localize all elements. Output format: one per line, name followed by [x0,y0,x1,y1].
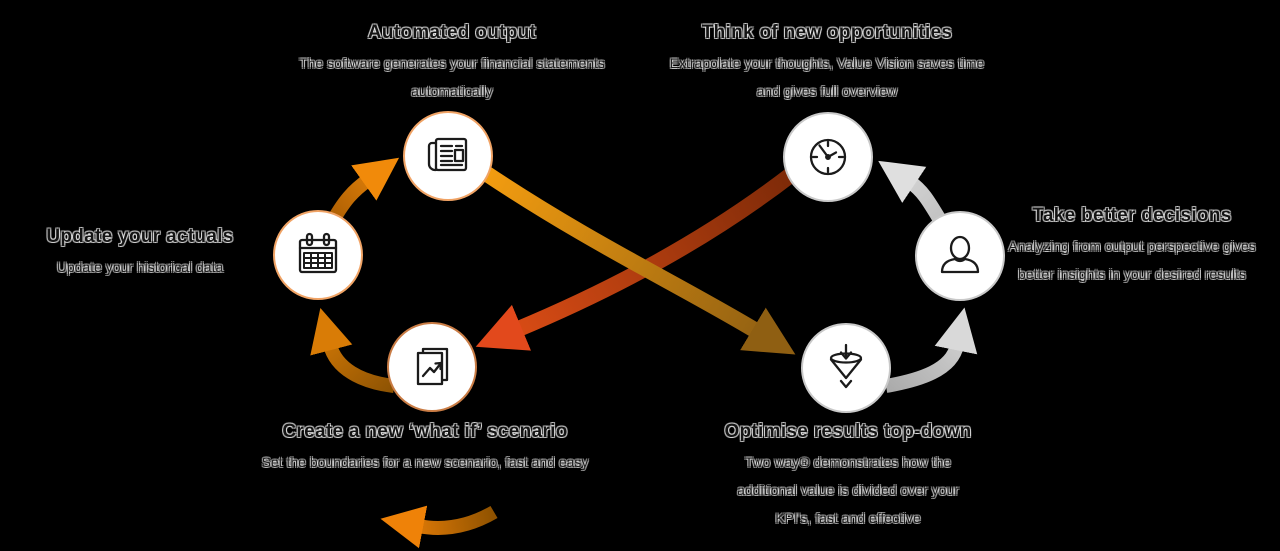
clock-icon [809,138,847,176]
node-title: Take better decisions [1032,205,1232,226]
node-title: Automated output [367,22,537,43]
node-description: The software generates your financial st… [299,55,605,99]
node-text-update-actuals: Update your actuals Update your historic… [15,226,265,281]
node-circle-think-opportunities [783,112,873,202]
person-icon [940,235,980,274]
funnel-icon [829,343,863,389]
report-chart-icon [416,347,449,386]
node-title: Think of new opportunities [701,22,953,43]
arrow-person-to-clock [878,160,947,224]
node-text-optimise-results: Optimise results top-down Two way® demon… [648,421,1048,532]
node-circle-optimise-results [801,323,891,413]
arrow-bottom-return [380,505,498,549]
node-circle-update-actuals [273,210,363,300]
node-circle-automated-output [403,111,493,201]
node-text-take-decisions: Take better decisions Analyzing from out… [1007,205,1257,288]
arrow-scenario-to-calendar [310,308,395,393]
node-description: Two way® demonstrates how the additional… [737,454,959,526]
node-description: Update your historical data [56,259,224,275]
newspaper-icon [427,137,468,172]
node-description: Extrapolate your thoughts, Value Vision … [669,55,985,99]
node-title: Update your actuals [46,226,234,247]
node-title: Create a new ‘what if’ scenario [282,421,568,442]
arrow-funnel-to-person [884,307,978,393]
node-description: Analyzing from output perspective gives … [1008,238,1256,282]
node-circle-what-if-scenario [387,322,477,412]
node-text-what-if-scenario: Create a new ‘what if’ scenario Set the … [225,421,625,476]
node-text-automated-output: Automated output The software generates … [252,22,652,105]
node-title: Optimise results top-down [724,421,972,442]
arrow-output-to-funnel [479,165,796,355]
arrow-clock-to-scenario [475,167,797,351]
node-text-think-opportunities: Think of new opportunities Extrapolate y… [627,22,1027,105]
node-description: Set the boundaries for a new scenario, f… [261,454,589,470]
node-circle-take-decisions [915,211,1005,301]
calendar-icon [298,232,338,274]
